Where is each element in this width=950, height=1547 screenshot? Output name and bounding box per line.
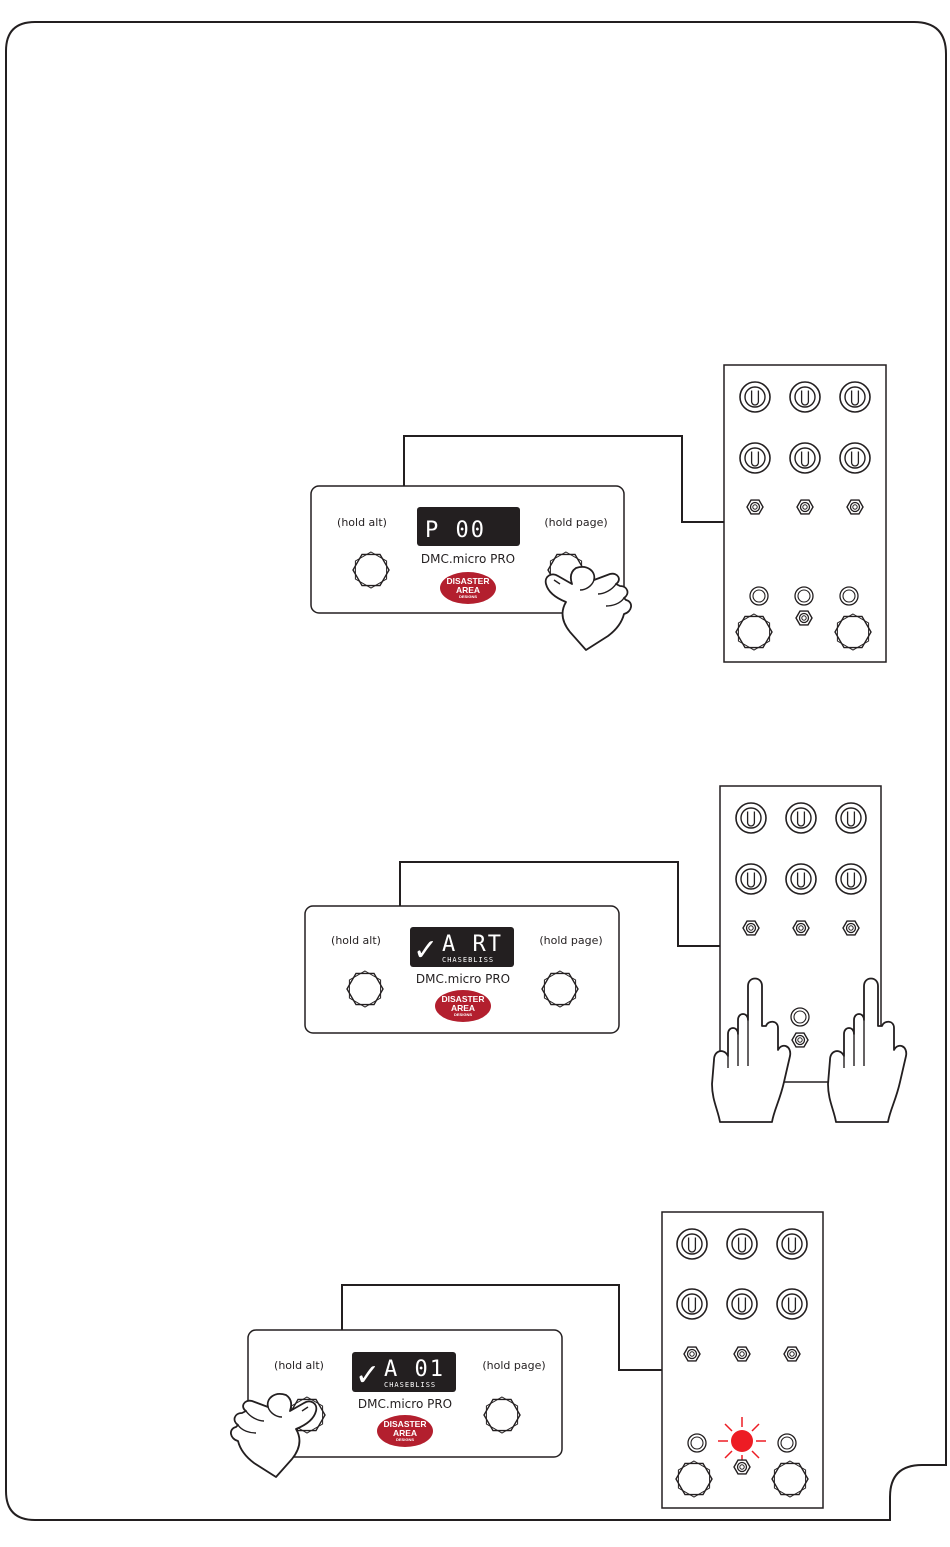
led xyxy=(795,587,813,605)
knob[interactable] xyxy=(840,443,870,473)
hold-page-label: (hold page) xyxy=(482,1359,545,1372)
knob[interactable] xyxy=(677,1289,707,1319)
check-icon: ✓ xyxy=(355,1358,380,1393)
knob[interactable] xyxy=(736,803,766,833)
knob[interactable] xyxy=(790,382,820,412)
knob[interactable] xyxy=(790,443,820,473)
logo-line-3: DESIGNS xyxy=(396,1437,414,1442)
dmc-controller: (hold alt) (hold page) ✓ A RT CHASEBLISS… xyxy=(305,906,619,1033)
toggle-nut[interactable] xyxy=(684,1347,700,1361)
model-label: DMC.micro PRO xyxy=(358,1397,452,1411)
display-text: A 01 xyxy=(384,1357,445,1382)
display-text: P 00 xyxy=(425,518,486,543)
led xyxy=(840,587,858,605)
hold-alt-label: (hold alt) xyxy=(331,934,381,947)
display-text: A RT xyxy=(442,932,503,957)
hold-alt-label: (hold alt) xyxy=(274,1359,324,1372)
knob[interactable] xyxy=(677,1229,707,1259)
toggle-nut[interactable] xyxy=(784,1347,800,1361)
knob[interactable] xyxy=(777,1229,807,1259)
knob[interactable] xyxy=(736,864,766,894)
toggle-nut[interactable] xyxy=(793,921,809,935)
toggle-nut[interactable] xyxy=(797,500,813,514)
toggle-nut[interactable] xyxy=(747,500,763,514)
pedal xyxy=(724,365,886,662)
lit-led-icon xyxy=(718,1417,766,1465)
pedal xyxy=(662,1212,823,1508)
knob[interactable] xyxy=(840,382,870,412)
toggle-nut[interactable] xyxy=(734,1347,750,1361)
center-nut[interactable] xyxy=(796,611,812,625)
knob[interactable] xyxy=(740,382,770,412)
knob[interactable] xyxy=(740,443,770,473)
knob[interactable] xyxy=(836,803,866,833)
led xyxy=(688,1434,706,1452)
logo-line-3: DESIGNS xyxy=(459,594,477,599)
led xyxy=(791,1008,809,1026)
model-label: DMC.micro PRO xyxy=(421,552,515,566)
toggle-nut[interactable] xyxy=(847,500,863,514)
toggle-nut[interactable] xyxy=(843,921,859,935)
knob[interactable] xyxy=(836,864,866,894)
knob[interactable] xyxy=(786,864,816,894)
center-nut[interactable] xyxy=(792,1033,808,1047)
led xyxy=(750,587,768,605)
hold-page-label: (hold page) xyxy=(544,516,607,529)
hold-page-label: (hold page) xyxy=(539,934,602,947)
display-subtext: CHASEBLISS xyxy=(384,1381,436,1389)
knob[interactable] xyxy=(727,1229,757,1259)
display-subtext: CHASEBLISS xyxy=(442,956,494,964)
model-label: DMC.micro PRO xyxy=(416,972,510,986)
brand-logo: DISASTER AREA DESIGNS xyxy=(377,1415,433,1447)
logo-line-3: DESIGNS xyxy=(454,1012,472,1017)
center-nut[interactable] xyxy=(734,1460,750,1474)
brand-logo: DISASTER AREA DESIGNS xyxy=(440,572,496,604)
knob[interactable] xyxy=(777,1289,807,1319)
brand-logo: DISASTER AREA DESIGNS xyxy=(435,990,491,1022)
hold-alt-label: (hold alt) xyxy=(337,516,387,529)
led xyxy=(778,1434,796,1452)
knob[interactable] xyxy=(786,803,816,833)
check-icon: ✓ xyxy=(413,933,438,968)
knob[interactable] xyxy=(727,1289,757,1319)
toggle-nut[interactable] xyxy=(743,921,759,935)
